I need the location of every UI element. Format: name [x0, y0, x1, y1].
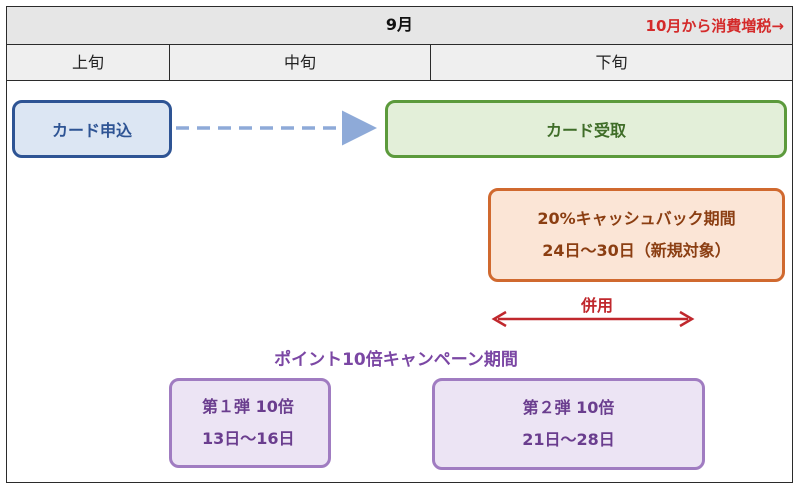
card-apply-label: カード申込: [51, 121, 132, 140]
card-apply-box: カード申込: [12, 100, 172, 158]
timeline-frame: [6, 6, 793, 483]
combine-double-arrow: [491, 310, 695, 328]
card-receive-box: カード受取: [385, 100, 787, 158]
period-early: 上旬: [7, 45, 170, 80]
phase1-title: 第１弾 10倍: [202, 397, 294, 416]
campaign-title: ポイント10倍キャンペーン期間: [274, 350, 518, 370]
month-header: 9月 10月から消費増税→: [7, 7, 792, 45]
campaign-phase2-box: 第２弾 10倍 21日～28日: [432, 378, 705, 470]
combine-label: 併用: [580, 296, 613, 315]
phase1-dates: 13日～16日: [202, 429, 295, 448]
cashback-title: 20%キャッシュバック期間: [537, 209, 736, 228]
phase2-title: 第２弾 10倍: [522, 398, 615, 417]
campaign-phase1-box: 第１弾 10倍 13日～16日: [169, 378, 331, 468]
tax-increase-note: 10月から消費増税→: [645, 17, 784, 35]
cashback-period-box: 20%キャッシュバック期間 24日～30日（新規対象）: [488, 188, 785, 282]
month-label: 9月: [385, 15, 414, 34]
period-mid: 中旬: [170, 45, 431, 80]
card-receive-label: カード受取: [545, 121, 626, 140]
phase2-dates: 21日～28日: [522, 430, 615, 449]
period-row: 上旬 中旬 下旬: [7, 45, 792, 81]
cashback-dates: 24日～30日（新規対象）: [542, 241, 731, 260]
period-late: 下旬: [595, 53, 628, 72]
